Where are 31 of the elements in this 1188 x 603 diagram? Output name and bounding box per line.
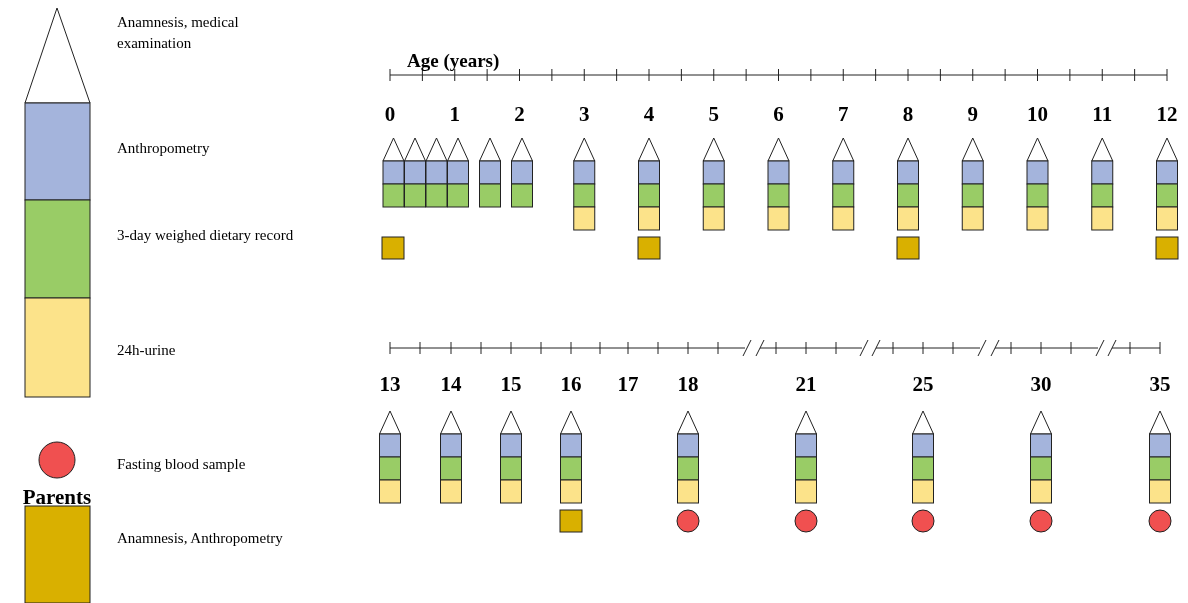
- axis-title: Age (years): [407, 50, 500, 72]
- age-label: 25: [912, 372, 934, 397]
- legend-label: Anamnesis, Anthropometry: [117, 529, 284, 548]
- age-label: 2: [514, 102, 525, 127]
- age-label: 13: [379, 372, 401, 397]
- section-heading: Parents: [22, 485, 92, 510]
- age-label: 14: [440, 372, 462, 397]
- legend-label: 24h-urine: [117, 341, 177, 360]
- legend-label: 3-day weighed dietary record: [117, 226, 295, 245]
- age-label: 16: [560, 372, 582, 397]
- age-label: 5: [708, 102, 719, 127]
- age-label: 11: [1092, 102, 1113, 127]
- age-label: 1: [449, 102, 460, 127]
- age-label: 21: [795, 372, 817, 397]
- age-label: 35: [1149, 372, 1171, 397]
- legend-label: Anthropometry: [117, 139, 211, 158]
- age-label: 6: [773, 102, 784, 127]
- age-label: 15: [500, 372, 522, 397]
- age-label: 9: [967, 102, 978, 127]
- age-label: 30: [1030, 372, 1052, 397]
- legend-label: Anamnesis, medical examination: [117, 13, 240, 53]
- age-label: 7: [838, 102, 849, 127]
- age-label: 10: [1027, 102, 1048, 127]
- age-label: 18: [677, 372, 699, 397]
- age-label: 4: [643, 102, 655, 127]
- age-label: 8: [902, 102, 914, 127]
- legend-label: Fasting blood sample: [117, 455, 247, 474]
- age-label: 12: [1156, 102, 1178, 127]
- age-label: 3: [579, 102, 590, 127]
- age-label: 0: [384, 102, 396, 127]
- age-label: 17: [617, 372, 639, 397]
